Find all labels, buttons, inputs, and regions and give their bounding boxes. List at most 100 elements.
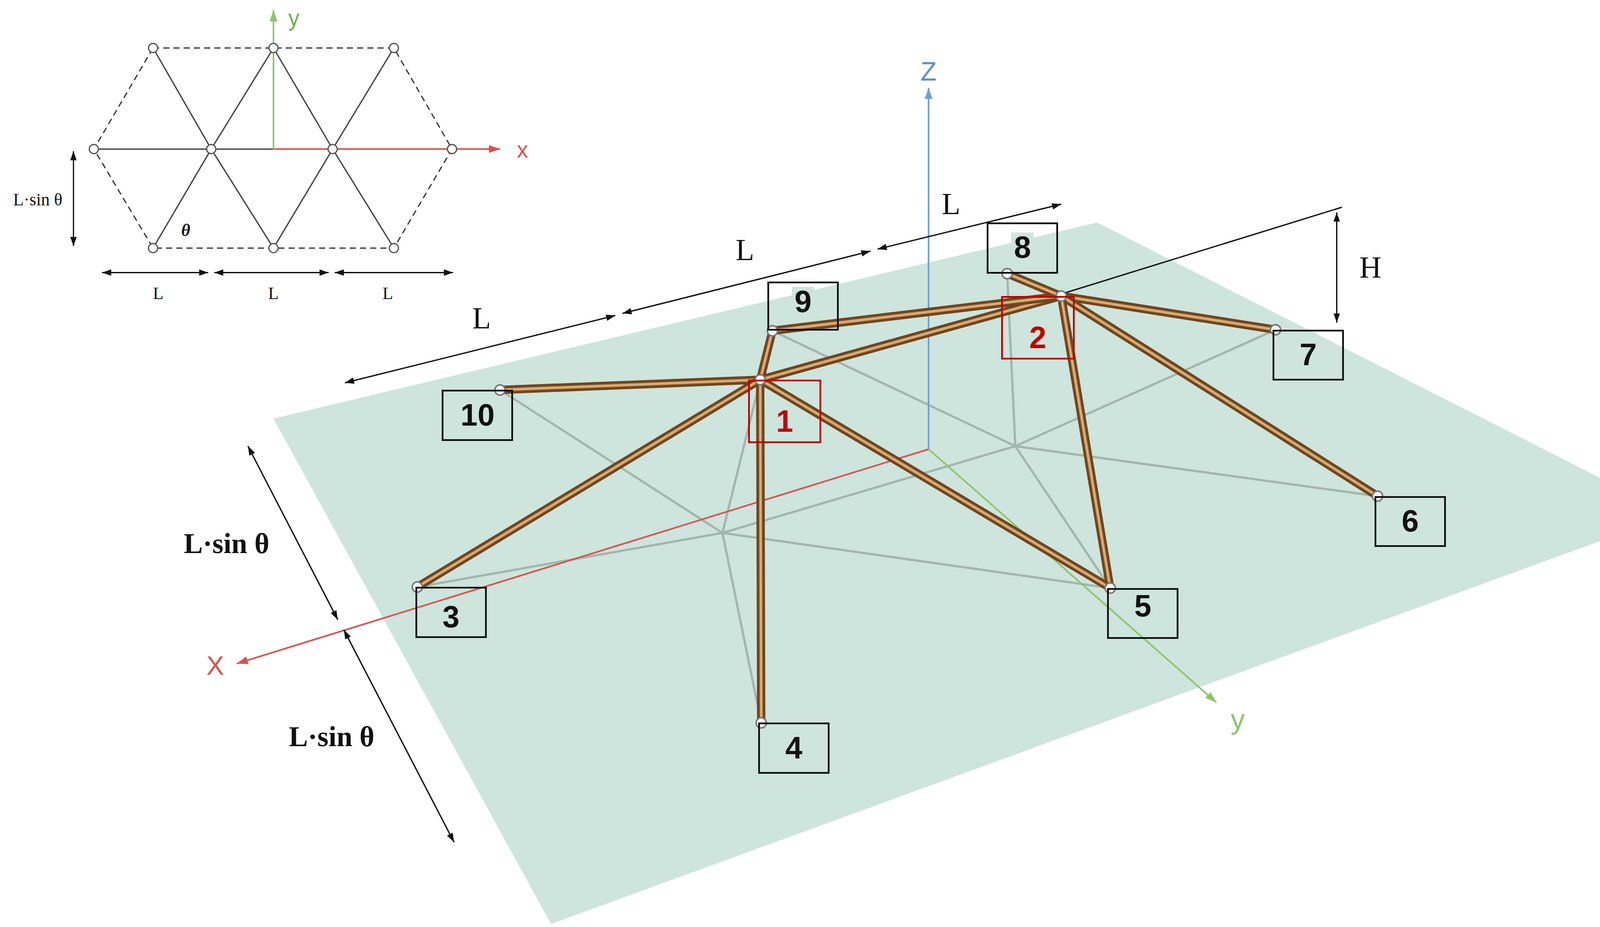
bar-member bbox=[760, 379, 1111, 588]
dimension-line bbox=[101, 271, 208, 274]
ground-plane bbox=[273, 222, 1600, 924]
bar-member bbox=[417, 379, 760, 587]
dimension-label: L·sin θ bbox=[183, 529, 270, 559]
bar-member bbox=[760, 330, 773, 380]
bar-outline bbox=[417, 379, 760, 587]
bar-outline bbox=[499, 379, 760, 390]
bar-member bbox=[1007, 273, 1062, 296]
axis-label: y bbox=[1230, 705, 1245, 734]
bar-member bbox=[499, 379, 760, 390]
joint-label-box: 5 bbox=[1107, 587, 1179, 640]
shadow-line bbox=[722, 330, 773, 533]
bar-outline bbox=[760, 379, 762, 723]
dimension-label: θ bbox=[181, 221, 191, 240]
bar-grain bbox=[1061, 295, 1111, 588]
x-axis bbox=[236, 449, 929, 664]
joint-dot bbox=[327, 144, 338, 154]
bar-outline bbox=[760, 330, 773, 380]
dimension-label: L bbox=[382, 285, 394, 303]
joint-number: 3 bbox=[439, 601, 463, 633]
shadow-lines bbox=[417, 273, 1378, 723]
dimension-line bbox=[334, 271, 454, 274]
bar-member bbox=[760, 379, 762, 723]
dimension-label: L bbox=[472, 302, 492, 334]
inset-y-axis bbox=[272, 10, 275, 149]
joint-number: 5 bbox=[1131, 590, 1154, 622]
joint-number: 1 bbox=[773, 406, 796, 437]
bar-outline bbox=[1061, 295, 1111, 588]
joint-number: 7 bbox=[1297, 339, 1320, 371]
bar-grain bbox=[499, 379, 760, 390]
joint-dot bbox=[389, 43, 399, 53]
bar-member bbox=[1061, 295, 1111, 588]
bar-highlight bbox=[1007, 273, 1062, 296]
bar-member bbox=[772, 295, 1062, 331]
bar-outline bbox=[760, 379, 1111, 588]
bar-grain bbox=[760, 379, 762, 723]
joint-number: 2 bbox=[1026, 322, 1049, 354]
axis-label: x bbox=[516, 138, 529, 162]
dimension-label: H bbox=[1359, 252, 1382, 283]
dimension-line bbox=[214, 271, 329, 274]
joint-number: 9 bbox=[791, 286, 815, 318]
joint-number: 8 bbox=[1011, 232, 1034, 264]
inset-dimensions bbox=[73, 151, 454, 273]
dimension-label: L·sin θ bbox=[288, 722, 375, 751]
bar-grain bbox=[417, 379, 760, 587]
joint-dot bbox=[206, 144, 216, 154]
shadow-line bbox=[499, 390, 723, 533]
y-axis bbox=[928, 449, 1217, 703]
joint-label-box: 4 bbox=[758, 722, 830, 774]
dimension-label: L bbox=[268, 285, 279, 303]
joint-dot bbox=[148, 43, 158, 53]
joint-label-box: 10 bbox=[441, 389, 514, 441]
bar-highlight bbox=[772, 295, 1062, 331]
bar-highlight bbox=[499, 379, 760, 390]
axis-label: y bbox=[288, 7, 300, 30]
joint-number: 6 bbox=[1399, 506, 1422, 537]
bar-grain bbox=[1007, 273, 1062, 296]
bar-highlight bbox=[760, 379, 762, 723]
shadow-line bbox=[772, 330, 1016, 446]
dimension-line bbox=[1336, 212, 1338, 323]
joint-label-box: 7 bbox=[1272, 329, 1344, 381]
joint-number: 4 bbox=[782, 732, 806, 764]
dimension-label: L bbox=[941, 188, 961, 220]
axis-label: Z bbox=[920, 58, 937, 85]
bar-highlight bbox=[760, 379, 1111, 588]
dimension-label: L bbox=[152, 285, 164, 303]
joint-label-box: 9 bbox=[767, 281, 839, 331]
triangle-grid bbox=[93, 48, 394, 249]
dimension-label: L·sin θ bbox=[13, 191, 63, 209]
joint-number: 10 bbox=[457, 400, 498, 431]
joint-dot bbox=[268, 43, 278, 53]
joint-dot bbox=[148, 243, 158, 253]
bar-outline bbox=[1007, 273, 1062, 296]
reference-line bbox=[1061, 207, 1342, 294]
shadow-line bbox=[722, 532, 762, 723]
bar-member bbox=[1061, 295, 1378, 496]
plan-inset bbox=[73, 10, 500, 273]
shadow-line bbox=[722, 446, 1016, 533]
dimension-line bbox=[877, 203, 1062, 250]
truss-joints bbox=[412, 268, 1383, 728]
bar-highlight bbox=[1061, 295, 1111, 588]
dimension-label: L bbox=[735, 234, 755, 266]
bar-highlight bbox=[1061, 295, 1378, 496]
shadow-line bbox=[1015, 446, 1378, 496]
joint-dot bbox=[1002, 268, 1013, 279]
bar-outline bbox=[772, 295, 1062, 331]
joint-dot bbox=[447, 144, 457, 154]
dimension-lines bbox=[247, 203, 1342, 842]
dimension-line bbox=[72, 151, 74, 247]
joint-label-box: 2 bbox=[1001, 295, 1075, 360]
joint-dot bbox=[89, 144, 99, 154]
bar-grain bbox=[760, 330, 773, 380]
bar-outline bbox=[1061, 295, 1378, 496]
joint-dot bbox=[389, 243, 399, 253]
joint-label-box: 8 bbox=[986, 222, 1059, 274]
